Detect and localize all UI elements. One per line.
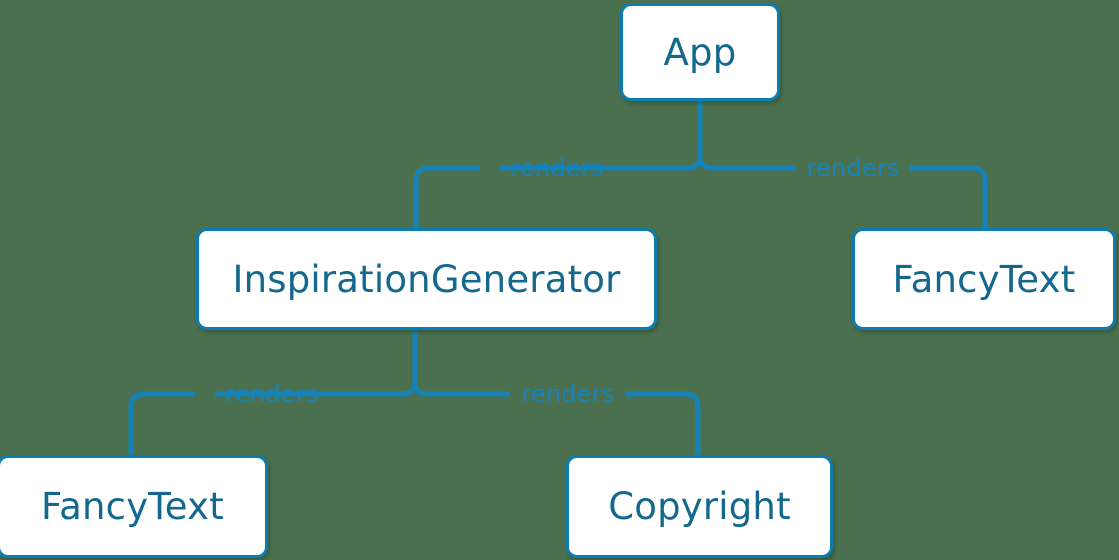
node-copyright-label: Copyright: [608, 485, 791, 528]
node-fancytext-left[interactable]: FancyText: [0, 455, 268, 558]
edge-inspgen-split-right: [412, 381, 510, 397]
node-inspirationgenerator[interactable]: InspirationGenerator: [196, 228, 657, 330]
node-fancytext-right[interactable]: FancyText: [852, 228, 1116, 330]
edge-app-split-right: [697, 155, 795, 171]
edge-inspirationgenerator-to-fancytext: [128, 391, 195, 455]
node-app[interactable]: App: [620, 3, 780, 101]
edge-label-inspirationgenerator-to-copyright: renders: [521, 380, 615, 408]
node-copyright[interactable]: Copyright: [566, 455, 833, 558]
edge-label-inspirationgenerator-to-fancytext: renders: [225, 380, 319, 408]
node-app-label: App: [663, 30, 737, 74]
node-fancytext-left-label: FancyText: [41, 485, 224, 528]
edge-label-app-to-inspirationgenerator: renders: [510, 154, 604, 182]
edge-label-app-to-fancytext: renders: [806, 154, 900, 182]
edge-inspirationgenerator-to-copyright: [625, 391, 701, 455]
edge-app-to-fancytext: [910, 165, 988, 228]
edge-app-to-inspirationgenerator: [413, 165, 480, 228]
node-fancytext-right-label: FancyText: [892, 257, 1076, 301]
node-inspirationgenerator-label: InspirationGenerator: [232, 257, 621, 301]
